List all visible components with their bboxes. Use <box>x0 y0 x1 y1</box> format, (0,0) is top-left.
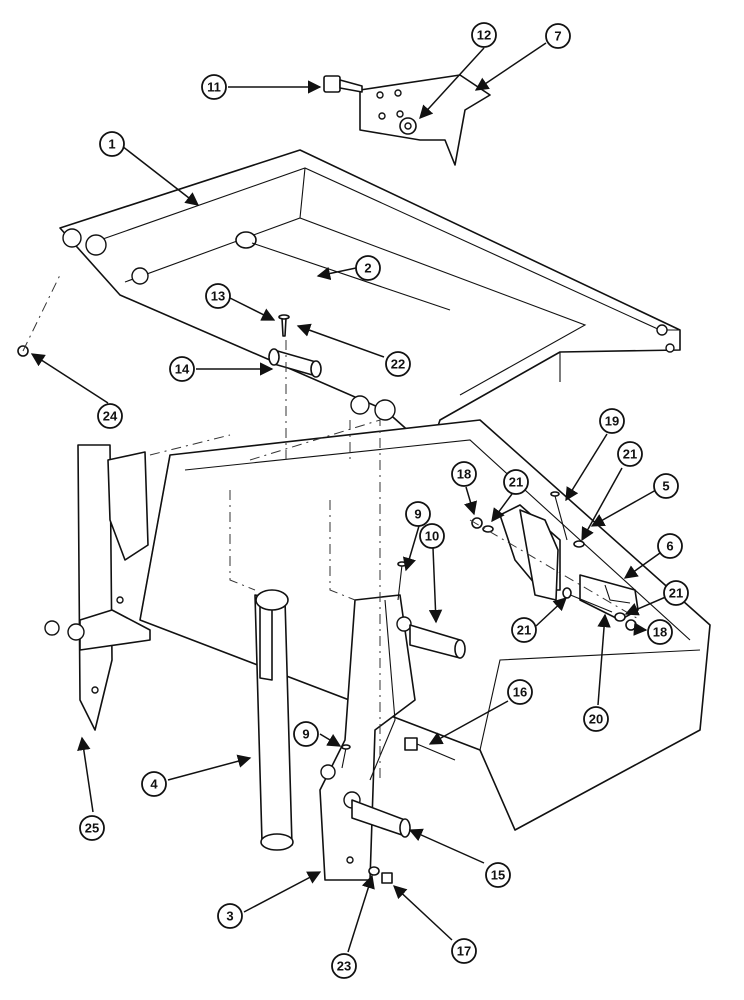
callout-7: 7 <box>545 23 571 49</box>
callout-19: 19 <box>599 408 625 434</box>
callout-21-top-right: 21 <box>617 441 643 467</box>
callout-label-10: 10 <box>425 529 439 544</box>
callout-5: 5 <box>653 473 679 499</box>
callout-18-left: 18 <box>451 461 477 487</box>
callout-label-2: 2 <box>364 261 371 276</box>
ripper-tooth-part <box>359 74 491 166</box>
callout-label-17: 17 <box>457 944 471 959</box>
callout-12: 12 <box>471 22 497 48</box>
bolt-part-19 <box>550 491 568 541</box>
pin-part-15 <box>351 799 411 838</box>
callout-label-22: 22 <box>391 357 405 372</box>
callout-6: 6 <box>657 533 683 559</box>
callout-label-12: 12 <box>477 28 491 43</box>
callout-24: 24 <box>97 403 123 429</box>
pin-part-9-lower <box>341 744 351 769</box>
callout-21-right: 21 <box>663 580 689 606</box>
washer-part-21-top <box>573 540 585 548</box>
callout-label-21-d: 21 <box>669 586 683 601</box>
callout-23: 23 <box>331 953 357 979</box>
washer-part-23 <box>368 866 380 876</box>
callout-1: 1 <box>99 131 125 157</box>
callout-20: 20 <box>583 706 609 732</box>
left-bracket-part <box>44 444 151 731</box>
pin-part-10 <box>409 624 466 659</box>
callout-label-7: 7 <box>554 29 561 44</box>
callout-label-9-lower: 9 <box>302 727 309 742</box>
callout-17: 17 <box>451 938 477 964</box>
nut-part-18-left <box>471 517 483 529</box>
bolt-part-11 <box>323 75 363 93</box>
callout-21-mid: 21 <box>511 617 537 643</box>
callout-9-upper: 9 <box>405 501 431 527</box>
callout-label-6: 6 <box>666 539 673 554</box>
bracket-part-5 <box>499 504 561 601</box>
callout-label-23: 23 <box>337 959 351 974</box>
bolt-part-16 <box>404 737 456 761</box>
cross-pin-part-14 <box>268 348 322 378</box>
bucket-body-part <box>139 419 711 831</box>
callout-10: 10 <box>419 523 445 549</box>
callout-label-11: 11 <box>207 80 221 95</box>
centerlines <box>22 274 641 780</box>
callout-label-18-left: 18 <box>457 467 471 482</box>
callout-18-right: 18 <box>647 619 673 645</box>
callout-3: 3 <box>217 903 243 929</box>
callout-label-21-b: 21 <box>623 447 637 462</box>
callout-label-1: 1 <box>108 137 115 152</box>
callout-label-21-c: 21 <box>517 623 531 638</box>
washer-part-21-right <box>614 612 626 622</box>
callout-label-15: 15 <box>491 868 505 883</box>
callout-label-4: 4 <box>150 777 158 792</box>
nut-part-12 <box>399 117 417 135</box>
callout-25: 25 <box>79 815 105 841</box>
callout-label-5: 5 <box>662 479 669 494</box>
callout-label-18-right: 18 <box>653 625 667 640</box>
callout-label-20: 20 <box>589 712 603 727</box>
rod-part <box>235 231 451 311</box>
callout-13: 13 <box>205 283 231 309</box>
hydraulic-cylinder-part <box>254 589 294 851</box>
nut-part-17 <box>381 872 393 884</box>
callout-label-9-upper: 9 <box>414 507 421 522</box>
pin-part-20 <box>562 587 613 613</box>
callout-label-3: 3 <box>226 909 233 924</box>
callout-label-25: 25 <box>85 821 99 836</box>
callout-2: 2 <box>355 255 381 281</box>
pin-part-13 <box>278 314 290 337</box>
callout-label-13: 13 <box>211 289 225 304</box>
leader-arrows <box>30 42 669 953</box>
callout-label-21-a: 21 <box>509 475 523 490</box>
callout-label-19: 19 <box>605 414 619 429</box>
callout-21-top-left: 21 <box>503 469 529 495</box>
main-frame-part <box>59 149 681 451</box>
callout-11: 11 <box>201 74 227 100</box>
callout-label-16: 16 <box>513 685 527 700</box>
callout-4: 4 <box>141 771 167 797</box>
callout-16: 16 <box>507 679 533 705</box>
callout-15: 15 <box>485 862 511 888</box>
callout-9-lower: 9 <box>293 721 319 747</box>
callout-14: 14 <box>169 356 195 382</box>
callout-label-24: 24 <box>103 409 118 424</box>
callout-label-14: 14 <box>175 362 190 377</box>
callout-22: 22 <box>385 351 411 377</box>
washer-part-21-left <box>482 525 494 533</box>
